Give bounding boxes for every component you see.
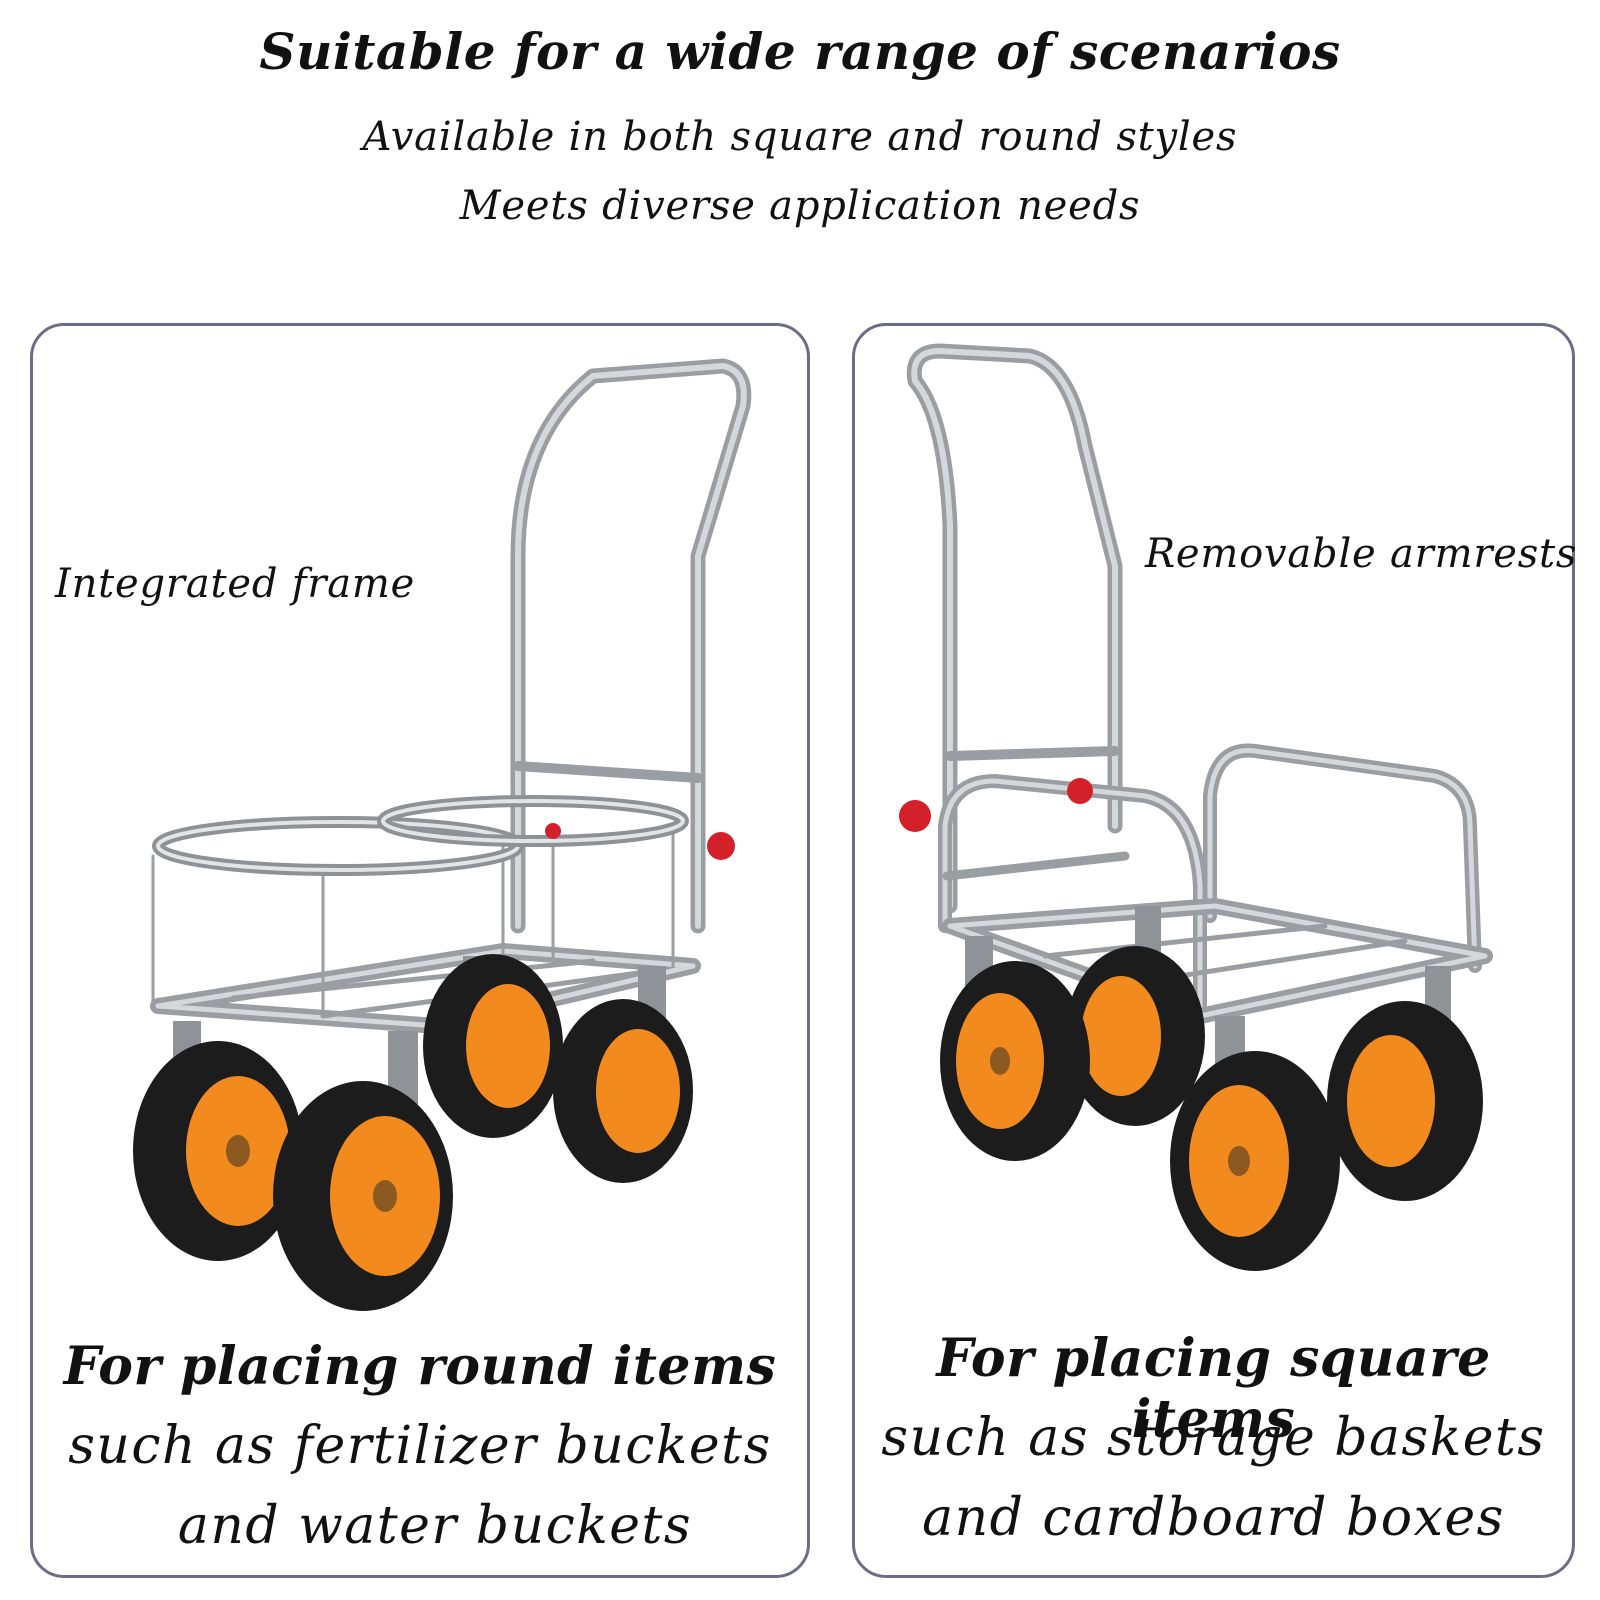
round-items-caption-line-2: and water buckets [177, 1496, 693, 1556]
subtitle-line-1: Available in both square and round style… [362, 114, 1238, 160]
round-items-panel: Integrated frame For placing round items… [30, 323, 810, 1578]
round-bucket-cart-image [133, 358, 752, 1311]
square-items-caption-line-1: such as storage baskets [881, 1408, 1546, 1468]
subtitle-line-2: Meets diverse application needs [459, 183, 1141, 229]
integrated-frame-callout: Integrated frame [55, 561, 416, 607]
round-items-caption-line-1: such as fertilizer buckets [68, 1416, 772, 1476]
page-title: Suitable for a wide range of scenarios [259, 22, 1341, 81]
square-basket-cart-image [899, 343, 1493, 1271]
removable-armrests-callout: Removable armrests [1145, 531, 1578, 577]
square-items-caption-title: For placing square items [936, 1328, 1491, 1450]
round-items-caption-title: For placing round items [63, 1336, 777, 1397]
square-items-panel: Removable armrests For placing square it… [852, 323, 1578, 1578]
square-items-caption-line-2: and cardboard boxes [922, 1488, 1505, 1548]
